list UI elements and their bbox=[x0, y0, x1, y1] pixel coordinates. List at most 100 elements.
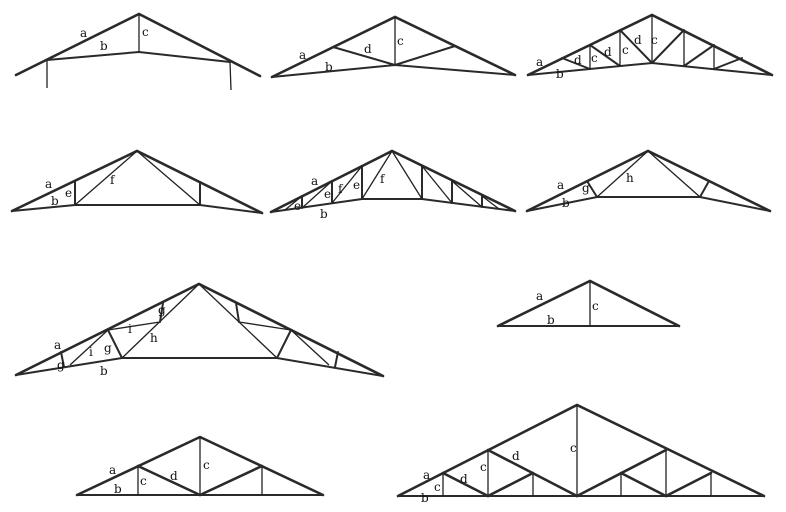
member-label: b bbox=[421, 491, 429, 505]
truss-7: a g b i g i g h bbox=[14, 282, 385, 378]
member-label: a bbox=[536, 289, 543, 303]
member-label: c bbox=[591, 51, 598, 65]
tie bbox=[107, 321, 161, 331]
member-label: b bbox=[556, 67, 564, 81]
strut bbox=[586, 180, 598, 198]
strut bbox=[60, 351, 65, 368]
member-label: g bbox=[104, 341, 112, 355]
member-label: a bbox=[45, 177, 52, 191]
bottom-chord bbox=[271, 63, 516, 78]
member-label: a bbox=[423, 468, 430, 482]
strut bbox=[699, 180, 710, 198]
strut bbox=[683, 44, 715, 67]
strut bbox=[107, 329, 123, 359]
member-label: d bbox=[512, 449, 520, 463]
strut bbox=[561, 57, 591, 70]
member-label: h bbox=[626, 171, 634, 185]
member-label: b bbox=[325, 60, 333, 74]
strut bbox=[159, 302, 164, 323]
member-label: i bbox=[128, 322, 132, 336]
member-label: b bbox=[100, 364, 108, 378]
member-label: c bbox=[203, 458, 210, 472]
top-chord bbox=[14, 12, 262, 78]
diagonal bbox=[361, 150, 393, 200]
member-label: d bbox=[460, 472, 468, 486]
member-label: g bbox=[158, 303, 166, 317]
diagonal bbox=[74, 150, 138, 206]
member-label: b bbox=[100, 39, 108, 53]
strut bbox=[441, 471, 490, 498]
diagonal bbox=[290, 329, 330, 366]
truss-5: a e b e f e f bbox=[269, 149, 517, 221]
truss-9: a b c d c bbox=[75, 435, 325, 497]
member-label: e bbox=[294, 199, 301, 213]
member-label: i bbox=[89, 345, 93, 359]
member-label: g bbox=[57, 358, 65, 372]
truss-6: a b g h bbox=[525, 149, 772, 213]
member-label: f bbox=[110, 173, 116, 187]
member-label: g bbox=[582, 181, 590, 195]
truss-3: a b d c d c d c bbox=[526, 13, 774, 81]
diagonal bbox=[481, 195, 500, 210]
member-label: e bbox=[353, 178, 360, 192]
member-label: d bbox=[604, 45, 612, 59]
strut bbox=[651, 29, 685, 64]
top-chord bbox=[396, 403, 766, 498]
member-label: d bbox=[574, 53, 582, 67]
member-label: b bbox=[562, 196, 570, 210]
diagonal bbox=[451, 180, 483, 208]
member-label: e bbox=[65, 186, 72, 200]
diagonal bbox=[421, 165, 453, 204]
member-label: a bbox=[299, 48, 306, 62]
truss-1: a b c bbox=[14, 12, 262, 91]
member-label: f bbox=[338, 182, 344, 196]
top-chord bbox=[526, 13, 774, 77]
strut bbox=[198, 464, 264, 497]
member-label: f bbox=[380, 172, 386, 186]
bottom-chord bbox=[11, 204, 263, 214]
wall-post bbox=[229, 61, 232, 91]
member-label: e bbox=[324, 187, 331, 201]
member-label: d bbox=[364, 42, 372, 56]
member-label: c bbox=[434, 480, 441, 494]
member-label: c bbox=[140, 474, 147, 488]
diagonal bbox=[284, 195, 303, 211]
diagonal bbox=[391, 150, 423, 200]
strut bbox=[486, 471, 535, 498]
strut bbox=[136, 464, 202, 497]
bottom-chord bbox=[46, 50, 231, 63]
diagonal bbox=[69, 329, 109, 366]
bottom-chord bbox=[15, 357, 384, 377]
strut bbox=[713, 57, 743, 70]
member-label: c bbox=[480, 460, 487, 474]
member-label: a bbox=[80, 26, 87, 40]
member-label: a bbox=[54, 338, 61, 352]
top-chord bbox=[270, 15, 517, 79]
member-label: b bbox=[51, 194, 59, 208]
diagonal bbox=[136, 150, 201, 206]
bottom-chord bbox=[527, 61, 773, 76]
member-label: d bbox=[170, 469, 178, 483]
member-label: c bbox=[570, 441, 577, 455]
member-label: b bbox=[114, 482, 122, 496]
diagonal bbox=[596, 150, 649, 198]
truss-10: a b c d c d c bbox=[396, 403, 766, 505]
bottom-chord bbox=[526, 196, 771, 212]
strut bbox=[619, 29, 653, 64]
member-label: h bbox=[150, 331, 158, 345]
member-label: a bbox=[536, 55, 543, 69]
strut bbox=[619, 471, 668, 498]
truss-8: a b c bbox=[496, 279, 681, 328]
diagonal bbox=[301, 180, 333, 209]
strut bbox=[334, 351, 339, 368]
member-label: c bbox=[397, 34, 404, 48]
strut bbox=[235, 302, 240, 323]
bottom-chord bbox=[270, 198, 516, 213]
strut bbox=[332, 46, 396, 66]
top-chord bbox=[14, 282, 385, 378]
member-label: c bbox=[651, 33, 658, 47]
truss-4: a b e f bbox=[10, 149, 264, 215]
diagonal bbox=[331, 165, 363, 204]
